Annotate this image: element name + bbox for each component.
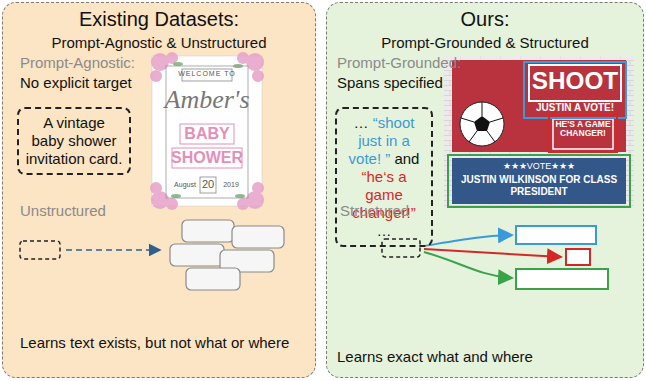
rect-shape xyxy=(170,244,224,266)
label-text: WELCOME TO xyxy=(152,70,262,78)
circle-shape xyxy=(166,198,178,210)
rect-shape xyxy=(529,65,621,101)
rect-shape xyxy=(549,115,617,152)
prompt-span: … xyxy=(354,114,369,131)
g-shape xyxy=(150,52,264,210)
circle-shape xyxy=(246,191,264,209)
prompt-box: … “shoot just in a vote! ” and “he‘s a g… xyxy=(335,107,433,247)
path-shape xyxy=(424,249,561,257)
path-shape xyxy=(424,235,512,246)
label-text: August xyxy=(170,181,200,189)
label-text: BABY xyxy=(152,125,262,143)
label-text: Learns text exists, but not what or wher… xyxy=(20,334,310,351)
rect-shape xyxy=(566,249,590,265)
prompt-span: … xyxy=(377,222,392,239)
label-text: SHOWER xyxy=(152,149,262,167)
label-text: JUSTIN A VOTE! xyxy=(526,102,624,114)
rect-shape xyxy=(182,220,234,242)
label-text: HE'S A GAME CHANGER! xyxy=(553,120,613,139)
panel-subtitle: Prompt-Agnostic & Unstructured xyxy=(3,34,315,51)
rect-shape xyxy=(152,56,262,206)
prompt-text: A vintage baby shower invitation card. xyxy=(25,114,123,168)
circle-shape xyxy=(237,52,249,64)
circle-shape xyxy=(252,182,264,194)
label-text: SHOOT xyxy=(529,67,621,95)
circle-shape xyxy=(246,53,264,71)
label-text: Spans specified xyxy=(337,74,443,91)
rect-shape xyxy=(516,269,608,289)
rect-shape xyxy=(186,268,240,290)
circle-shape xyxy=(460,102,504,146)
label-text: ★★★VOTE★★★ xyxy=(452,161,626,171)
label-text: Prompt-Agnostic: xyxy=(20,54,135,71)
label-text: Prompt-Grounded: xyxy=(337,54,461,71)
label-text: Amber's xyxy=(152,85,262,115)
label-text: JUSTIN WILKINSON FOR CLASS PRESIDENT xyxy=(458,174,620,197)
prompt-span: and xyxy=(394,150,419,167)
rect-shape xyxy=(452,158,626,204)
label-text: No explicit target xyxy=(20,74,132,91)
label-text: Unstructured xyxy=(20,202,106,219)
circle-shape xyxy=(150,70,162,82)
rect-shape xyxy=(516,226,596,244)
label-text: Structured xyxy=(340,202,409,219)
rect-shape xyxy=(382,239,420,257)
rect-shape xyxy=(448,155,630,207)
rect-shape xyxy=(444,56,634,208)
circle-shape xyxy=(252,70,264,82)
rect-shape xyxy=(232,226,284,248)
rect-shape xyxy=(553,119,613,149)
rect-shape xyxy=(2,2,316,378)
ellipse-shape xyxy=(171,194,181,198)
circle-shape xyxy=(237,198,249,210)
circle-shape xyxy=(150,182,162,194)
rect-shape xyxy=(524,62,626,118)
ellipse-shape xyxy=(235,194,245,198)
prompt-box: A vintage baby shower invitation card. xyxy=(17,107,131,175)
rect-shape xyxy=(20,241,60,259)
path-shape xyxy=(461,102,503,142)
path-shape xyxy=(424,252,512,278)
panel-title: Existing Datasets: xyxy=(3,8,315,31)
label-text: 20 xyxy=(200,178,216,191)
polygon-shape xyxy=(474,116,490,131)
panel-subtitle: Prompt-Grounded & Structured xyxy=(327,34,643,51)
rect-shape xyxy=(200,177,216,193)
panel-title: Ours: xyxy=(327,8,643,31)
rect-shape xyxy=(452,60,626,152)
ellipse-shape xyxy=(173,62,183,66)
label-text: 2019 xyxy=(216,181,246,189)
g-shape xyxy=(170,220,284,290)
line-shape xyxy=(66,249,160,251)
rect-shape xyxy=(326,2,644,378)
label-text: Learns exact what and where xyxy=(337,348,637,365)
